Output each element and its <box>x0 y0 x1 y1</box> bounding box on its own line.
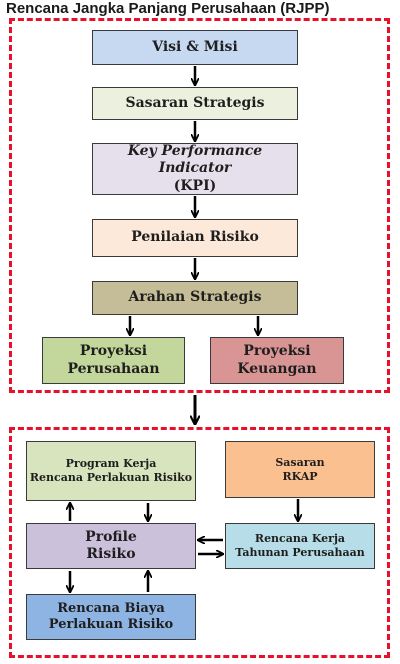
rencana-kerja-box: Rencana Kerja Tahunan Perusahaan <box>225 523 375 569</box>
rencana-biaya-line1: Rencana Biaya <box>57 600 165 616</box>
sasaran-rkap-line1: Sasaran <box>275 455 325 469</box>
rencana-kerja-line1: Rencana Kerja <box>254 532 346 546</box>
program-kerja-line1: Program Kerja <box>65 457 157 471</box>
penilaian-risiko-box: Penilaian Risiko <box>92 219 298 257</box>
arahan-strategis-box: Arahan Strategis <box>92 281 298 315</box>
kpi-box: Key Performance Indicator (KPI) <box>92 143 298 195</box>
rjpp-frame <box>9 18 390 393</box>
kpi-label-line2: (KPI) <box>173 177 217 194</box>
penilaian-risiko-label: Penilaian Risiko <box>131 229 259 246</box>
rencana-biaya-box: Rencana Biaya Perlakuan Risiko <box>26 594 196 640</box>
program-kerja-box: Program Kerja Rencana Perlakuan Risiko <box>26 441 196 501</box>
visi-misi-label: Visi & Misi <box>152 38 238 55</box>
rencana-kerja-line2: Tahunan Perusahaan <box>235 546 365 559</box>
sasaran-rkap-box: Sasaran RKAP <box>225 441 375 498</box>
diagram-title: Rencana Jangka Panjang Perusahaan (RJPP) <box>6 0 330 17</box>
profile-risiko-line1: Profile <box>85 528 137 545</box>
profile-risiko-line2: Risiko <box>86 546 136 562</box>
profile-risiko-box: Profile Risiko <box>26 523 196 569</box>
arahan-strategis-label: Arahan Strategis <box>128 289 262 306</box>
rencana-biaya-line2: Perlakuan Risiko <box>48 617 174 632</box>
risk-frame <box>9 427 390 658</box>
proyeksi-keuangan-box: Proyeksi Keuangan <box>210 337 344 384</box>
sasaran-strategis-label: Sasaran Strategis <box>125 94 265 111</box>
kpi-label-line1: Key Performance Indicator <box>127 142 263 177</box>
proyeksi-keuangan-line1: Proyeksi <box>243 343 311 359</box>
sasaran-rkap-line2: RKAP <box>282 469 318 483</box>
proyeksi-perusahaan-line1: Proyeksi <box>79 343 148 359</box>
sasaran-strategis-box: Sasaran Strategis <box>92 87 298 120</box>
program-kerja-line2: Rencana Perlakuan Risiko <box>29 471 193 484</box>
proyeksi-perusahaan-line2: Perusahaan <box>67 360 160 377</box>
proyeksi-keuangan-line2: Keuangan <box>237 360 317 377</box>
visi-misi-box: Visi & Misi <box>92 30 298 65</box>
proyeksi-perusahaan-box: Proyeksi Perusahaan <box>42 337 185 384</box>
